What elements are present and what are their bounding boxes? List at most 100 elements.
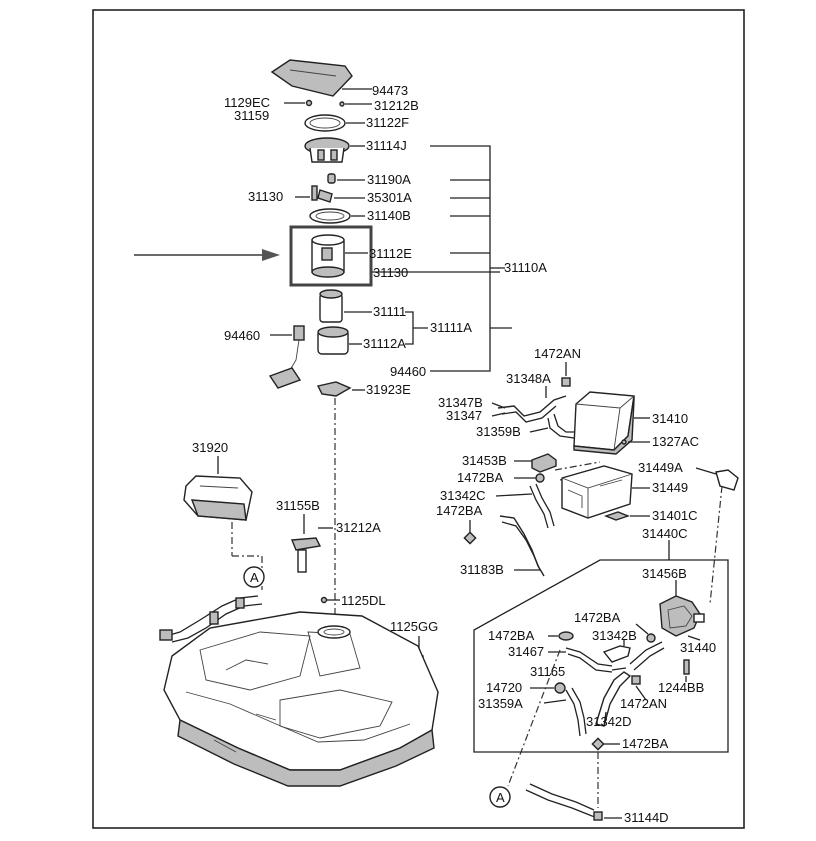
bolt-1129EC [284,99,372,107]
diagram-frame [92,9,745,829]
label-31140B: 31140B [367,208,411,223]
clip-1472AN-b [631,675,647,701]
label-31410: 31410 [652,411,688,426]
highlight-box-31112E [289,225,373,287]
label-1125GG: 1125GG [390,619,438,634]
cover-plate-94473 [270,59,372,97]
clip-1472AN-top [561,362,571,387]
label-31122F: 31122F [366,115,409,130]
tray-31449 [561,465,650,519]
bolt-1125DL [320,596,340,604]
label-94460-a: 94460 [224,328,260,343]
label-35301A: 35301A [367,190,412,205]
label-31165: 31165 [530,664,565,679]
label-31342C: 31342C [440,488,486,503]
label-1472AN-top: 1472AN [534,346,581,361]
label-31144D: 31144D [624,810,669,825]
hose-31183B [499,515,545,577]
hose-31359A [543,687,587,737]
label-31449A: 31449A [638,460,683,475]
label-31155B: 31155B [276,498,320,513]
label-14720: 14720 [486,680,522,695]
label-31112E: 31112E [369,246,412,261]
label-31342B: 31342B [592,628,637,643]
label-1327AC: 1327AC [652,434,699,449]
sender-94460 [268,325,305,389]
hose-31165 [611,641,665,671]
label-31112A: 31112A [363,336,406,351]
part-31453B [514,453,557,473]
hose-31359B [529,413,575,439]
ref-circle-a1 [243,566,265,588]
label-1472BA-c: 1472BA [574,610,621,625]
label-31467: 31467 [508,644,544,659]
label-31456B: 31456B [642,566,687,581]
bracket-31110A [430,145,512,372]
label-31359B: 31359B [476,424,521,439]
bolt-1244BB [683,659,690,682]
gasket-31923E [316,381,365,397]
label-31440C: 31440C [642,526,688,541]
label-31111: 31111 [373,304,406,319]
hose-31347 [491,395,567,423]
flange-31114J [304,137,365,163]
label-31183B: 31183B [460,562,504,577]
clip-1472BA-d [548,631,574,641]
part-31401C [603,511,650,521]
hose-31467 [548,647,613,673]
label-31159: 31159 [234,108,269,123]
label-31449: 31449 [652,480,688,495]
bolt-1327AC [621,439,650,445]
label-31347B: 31347B [438,395,483,410]
label-31401C: 31401C [652,508,698,523]
part-31920 [183,456,253,521]
label-ref-a1: A [250,570,259,585]
part-31155B [290,514,333,573]
clip-1472BA-b [463,520,477,545]
label-31130-a: 31130 [248,189,283,204]
fuel-tank [159,595,439,787]
label-31440: 31440 [680,640,716,655]
filter-31112A [317,326,362,355]
ref-circle-a2 [489,786,511,808]
label-31190A: 31190A [367,172,411,187]
label-31114J: 31114J [366,138,407,153]
label-31111A: 31111A [430,320,472,335]
canister-31410 [573,391,650,455]
label-94473: 94473 [372,83,408,98]
label-31923E: 31923E [366,382,411,397]
pump-31111 [319,289,372,323]
label-31110A: 31110A [504,260,547,275]
label-31920: 31920 [192,440,228,455]
label-1125DL: 1125DL [341,593,386,608]
label-31347: 31347 [446,408,482,423]
label-94460-b: 94460 [390,364,426,379]
label-ref-a2: A [496,790,505,805]
part-31190A [327,173,365,184]
label-31359A: 31359A [478,696,523,711]
label-31342D: 31342D [586,714,632,729]
valve-31440 [659,580,705,641]
hose-31342D [595,671,632,727]
bracket-31449A [695,467,739,491]
label-31348A: 31348A [506,371,551,386]
label-31130-b: 31130 [373,265,408,280]
pipe-31144D [525,783,622,821]
hose-31342B [602,640,631,663]
label-31212B: 31212B [374,98,419,113]
label-1472BA-d: 1472BA [488,628,535,643]
hose-31342C [495,483,555,529]
clip-1472BA-a [514,473,545,483]
label-1472AN-b: 1472AN [620,696,667,711]
ring-31140B [309,208,365,224]
label-1244BB: 1244BB [658,680,704,695]
clip-1472BA-e [591,737,620,751]
label-1472BA-a: 1472BA [457,470,504,485]
gasket-31122F [304,114,365,132]
arrow-indicator [134,249,280,261]
connector-35301A [295,185,365,203]
label-1129EC: 1129EC [224,95,270,110]
label-31453B: 31453B [462,453,507,468]
box-31440C [473,540,729,753]
